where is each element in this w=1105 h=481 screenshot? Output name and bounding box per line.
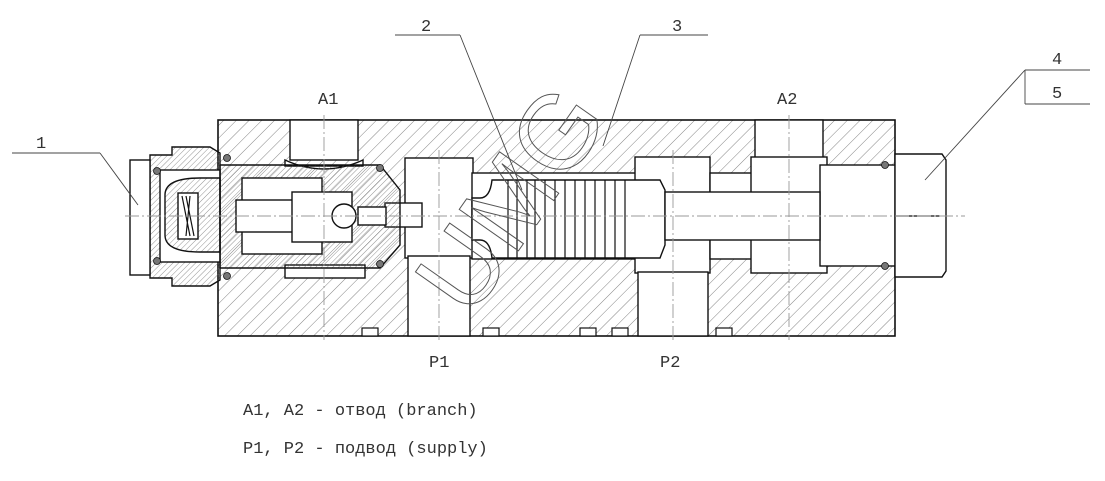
callout-2: 2 [421, 18, 431, 37]
port-label-p1: P1 [429, 354, 449, 373]
legend-supply: P1, P2 - подвод (supply) [243, 440, 488, 459]
centerlines [125, 115, 965, 340]
port-label-p2: P2 [660, 354, 680, 373]
bottom-grooves [361, 327, 733, 337]
port-label-a1: A1 [318, 91, 338, 110]
port-label-a2: A2 [777, 91, 797, 110]
check-valve-cartridge [129, 146, 889, 287]
callout-3: 3 [672, 18, 682, 37]
legend-branch: A1, A2 - отвод (branch) [243, 402, 478, 421]
callout-5: 5 [1052, 85, 1062, 104]
callout-4: 4 [1052, 51, 1062, 70]
leader-lines [12, 34, 1090, 206]
callout-1: 1 [36, 135, 46, 154]
